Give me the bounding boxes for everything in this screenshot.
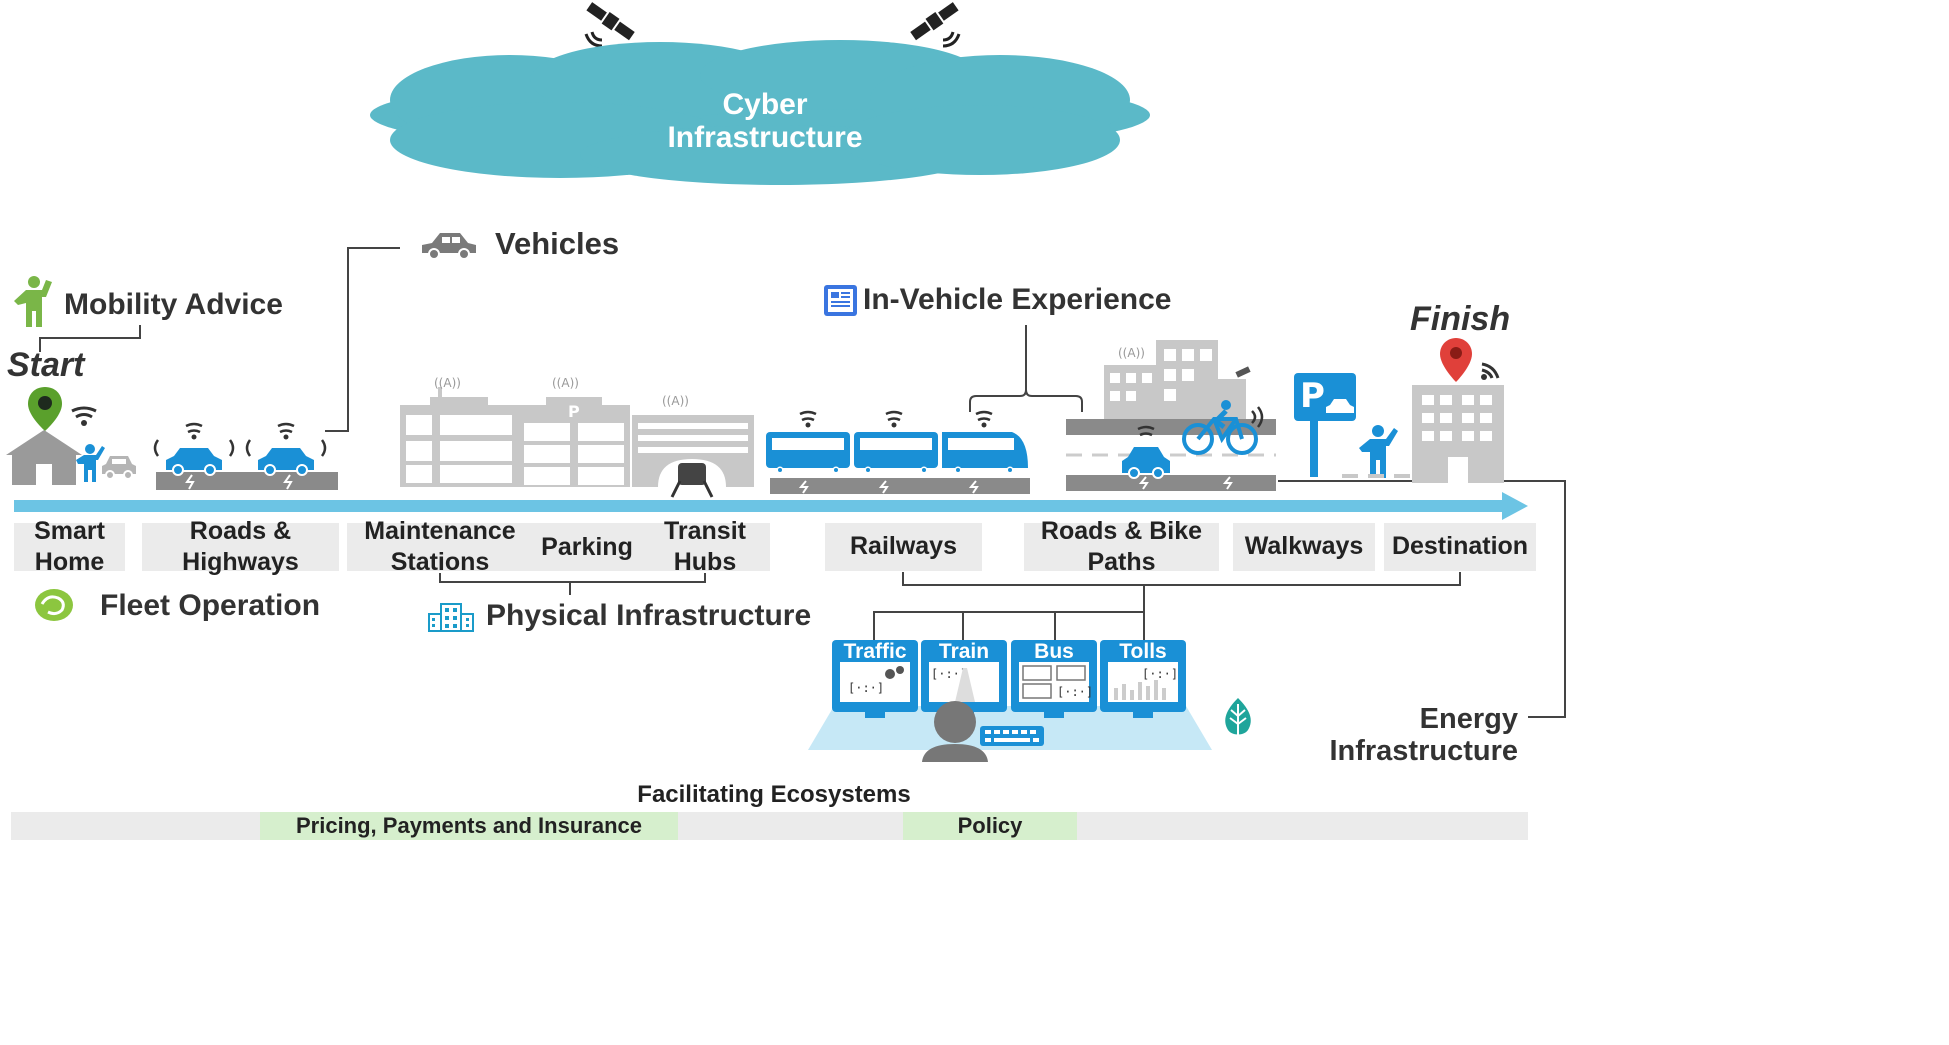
keyboard-icon [980, 726, 1044, 746]
person-waving-icon [1359, 425, 1398, 478]
screen-tolls-label: Tolls [1119, 640, 1166, 663]
walkway-dashes [1342, 474, 1410, 478]
svg-text:P: P [568, 402, 580, 421]
car-icon [102, 456, 136, 480]
parking-building: ((A)) P [518, 376, 630, 487]
screen-traffic-label: Traffic [843, 640, 906, 663]
monitor-icon: [·:·] Train [921, 640, 1007, 718]
wifi-icon [71, 406, 97, 426]
svg-text:[·:·]: [·:·] [1057, 685, 1093, 699]
satellite-icon [910, 2, 961, 48]
map-pin-icon [28, 387, 62, 431]
svg-text:((A)): ((A)) [662, 394, 689, 408]
cloud-label: Cyber Infrastructure [667, 88, 863, 154]
cyber-cloud [370, 40, 1150, 185]
start-label: Start [7, 346, 85, 384]
category-destination: Destination [1384, 523, 1536, 571]
vehicles-label: Vehicles [495, 226, 620, 261]
person-waving-icon [14, 276, 52, 327]
fleet-icon [35, 589, 73, 621]
policy-pill: Policy [903, 812, 1077, 840]
mobility-advice-label: Mobility Advice [64, 288, 283, 321]
category-roads-highways: Roads &Highways [142, 517, 339, 576]
energy-infrastructure-label: Energy Infrastructure [1329, 703, 1518, 767]
category-physical-group [347, 523, 770, 571]
svg-text:[·:·]: [·:·] [931, 667, 967, 681]
category-railways: Railways [825, 523, 982, 571]
monitor-icon: [·:·] Tolls [1100, 640, 1186, 718]
maintenance-station-building: ((A)) [400, 376, 518, 487]
road-highway [153, 422, 338, 490]
svg-text:P: P [1300, 376, 1325, 416]
physical-infrastructure-label: Physical Infrastructure [486, 599, 812, 632]
svg-text:((A)): ((A)) [552, 376, 579, 390]
finish-label: Finish [1410, 300, 1511, 338]
building-icon [428, 603, 474, 632]
fleet-operation-label: Fleet Operation [100, 589, 321, 622]
user-icon [922, 701, 988, 762]
transit-hub-building: ((A)) [632, 394, 754, 498]
train-icon [766, 410, 1030, 494]
pricing-payments-insurance-pill: Pricing, Payments and Insurance [260, 812, 678, 840]
in-vehicle-experience-label: In-Vehicle Experience [863, 283, 1172, 316]
roads-bike-paths-scene: ((A)) [1066, 340, 1276, 491]
leaf-icon [1225, 698, 1251, 742]
journey-arrow [14, 492, 1528, 520]
satellite-icon [584, 2, 635, 48]
person-waving-icon [76, 444, 105, 482]
parking-sign-icon: P [1294, 373, 1356, 477]
monitor-icon: [·:·] Traffic [832, 640, 918, 718]
facilitating-ecosystems-title: Facilitating Ecosystems [637, 781, 911, 808]
screen-train-label: Train [939, 640, 989, 663]
map-pin-icon [1440, 338, 1472, 382]
svg-text:((A)): ((A)) [1118, 346, 1145, 360]
ecosystems-bar [11, 812, 1528, 840]
screen-bus-label: Bus [1034, 640, 1074, 663]
svg-text:[·:·]: [·:·] [1142, 667, 1178, 681]
monitor-icon: [·:·] Bus [1011, 640, 1097, 718]
category-parking: Parking [541, 533, 633, 561]
category-walkways: Walkways [1233, 523, 1375, 571]
svg-text:((A)): ((A)) [434, 376, 461, 390]
bicycle-icon [1182, 417, 1258, 455]
car-icon [422, 233, 476, 260]
destination-building [1412, 385, 1504, 483]
svg-text:[·:·]: [·:·] [848, 681, 884, 695]
house-icon [6, 430, 82, 485]
wifi-icon [1481, 362, 1500, 380]
news-icon [824, 285, 857, 316]
